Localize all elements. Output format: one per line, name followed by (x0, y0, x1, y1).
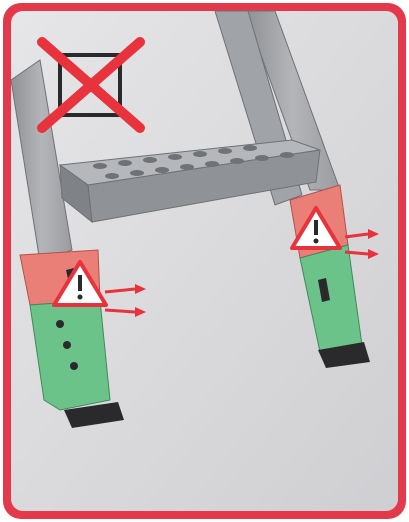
ladder-warning-illustration (0, 0, 409, 522)
